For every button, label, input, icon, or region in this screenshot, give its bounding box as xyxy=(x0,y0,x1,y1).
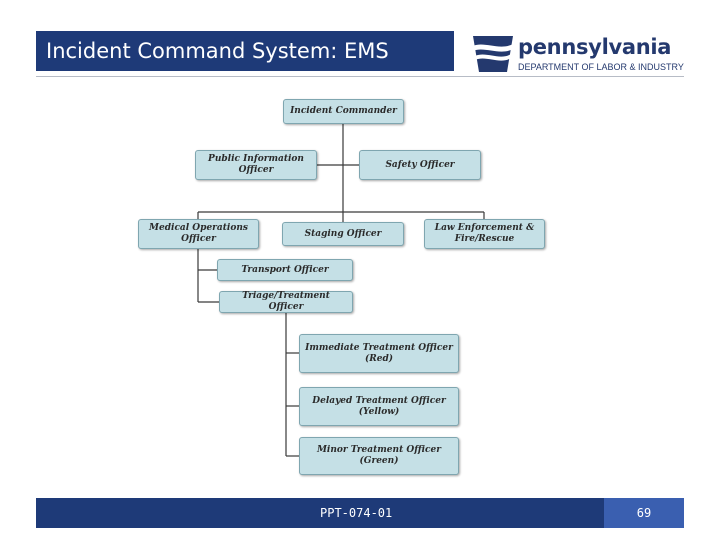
safety-officer-box: Safety Officer xyxy=(359,150,481,180)
logo-subtitle: DEPARTMENT OF LABOR & INDUSTRY xyxy=(518,62,684,72)
pennsylvania-logo: pennsylvania DEPARTMENT OF LABOR & INDUS… xyxy=(470,30,700,80)
logo-wordmark: pennsylvania xyxy=(518,35,672,59)
incident-commander-box: Incident Commander xyxy=(283,99,404,124)
law-enforcement-fire-rescue-box: Law Enforcement & Fire/Rescue xyxy=(424,219,545,249)
transport-officer-box: Transport Officer xyxy=(217,259,353,281)
immediate-treatment-officer-box: Immediate Treatment Officer (Red) xyxy=(299,334,459,373)
page-number: 69 xyxy=(604,498,684,528)
delayed-treatment-officer-box: Delayed Treatment Officer (Yellow) xyxy=(299,387,459,426)
footer-bar: PPT-074-01 xyxy=(36,498,604,528)
footer-code: PPT-074-01 xyxy=(320,506,393,520)
staging-officer-box: Staging Officer xyxy=(282,222,404,246)
triage-treatment-officer-box: Triage/Treatment Officer xyxy=(219,291,353,313)
slide-title: Incident Command System: EMS xyxy=(36,31,454,71)
header-divider xyxy=(36,76,684,77)
medical-operations-officer-box: Medical Operations Officer xyxy=(138,219,259,249)
minor-treatment-officer-box: Minor Treatment Officer (Green) xyxy=(299,437,459,475)
keystone-icon xyxy=(473,36,513,72)
public-information-officer-box: Public Information Officer xyxy=(195,150,317,180)
